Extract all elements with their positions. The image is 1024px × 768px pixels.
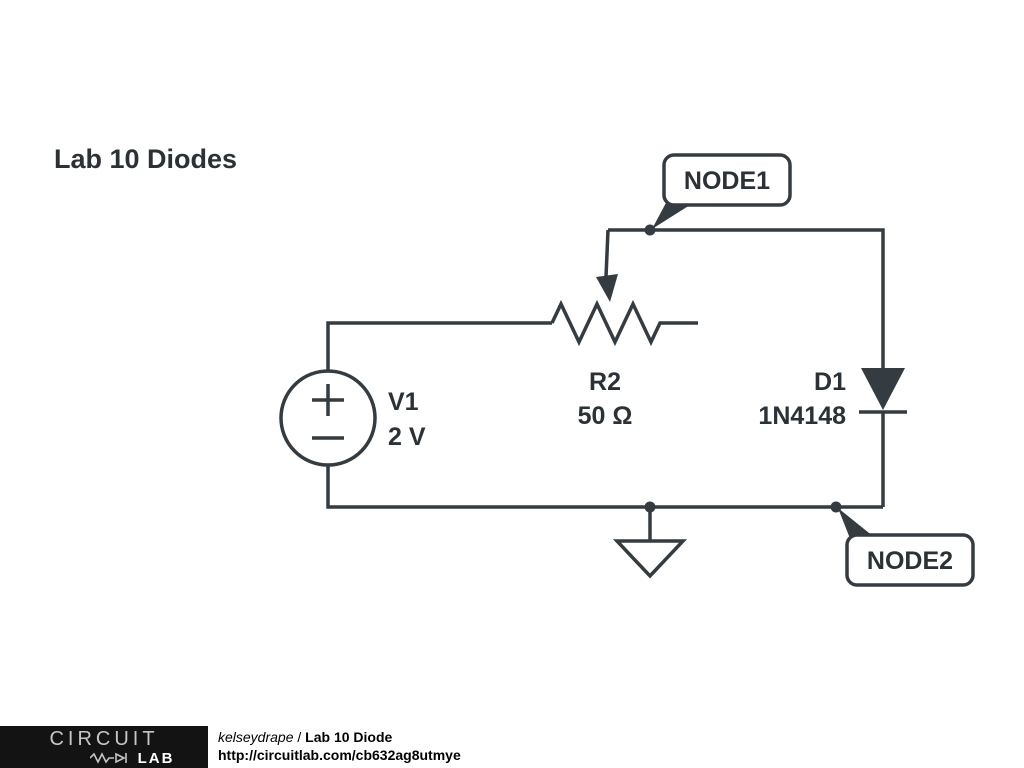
wire-top bbox=[608, 228, 885, 368]
author-name: kelseydrape bbox=[218, 729, 294, 745]
d1-name-label: D1 bbox=[814, 368, 846, 396]
diode-d1-symbol[interactable] bbox=[859, 368, 907, 414]
resistor-zigzag bbox=[550, 299, 698, 347]
r2-name-label: R2 bbox=[589, 368, 621, 396]
node2-callout-tail bbox=[838, 508, 874, 541]
wire-v1-to-r2 bbox=[326, 321, 552, 371]
circuitlab-logo-icon bbox=[89, 752, 127, 764]
logo-circuit-text: CIRCUIT bbox=[49, 727, 159, 750]
logo-lab-text: LAB bbox=[137, 749, 175, 767]
schematic-url[interactable]: http://circuitlab.com/cb632ag8utmye bbox=[218, 747, 461, 763]
wiper-arrowhead-icon bbox=[596, 274, 618, 302]
ground-symbol[interactable] bbox=[612, 539, 688, 579]
node2-callout[interactable]: NODE2 bbox=[838, 508, 975, 587]
footer-separator: / bbox=[293, 729, 306, 745]
node1-callout-tail bbox=[652, 201, 690, 229]
circuitlab-logo[interactable]: CIRCUIT LAB bbox=[0, 726, 208, 768]
footer-bar: CIRCUIT LAB kelseydrape / Lab 10 Diode h… bbox=[0, 726, 1024, 768]
node2-callout-box bbox=[845, 533, 975, 587]
wire-bottom bbox=[326, 465, 883, 509]
node2-label: NODE2 bbox=[867, 547, 953, 575]
node1-callout[interactable]: NODE1 bbox=[652, 153, 792, 229]
voltage-source-v1-symbol[interactable] bbox=[279, 369, 377, 467]
diode-triangle bbox=[861, 368, 905, 410]
junction-dot-node1 bbox=[644, 224, 656, 236]
d1-value-label: 1N4148 bbox=[758, 402, 846, 430]
v1-name-label: V1 bbox=[388, 388, 419, 416]
wiper-wire bbox=[604, 229, 610, 278]
junction-dot-ground bbox=[644, 501, 656, 513]
node1-label: NODE1 bbox=[684, 167, 770, 195]
v1-value-label: 2 V bbox=[388, 423, 426, 451]
r2-value-label: 50 Ω bbox=[578, 402, 633, 430]
schematic-title: Lab 10 Diodes bbox=[54, 144, 238, 174]
footer-line-1: kelseydrape / Lab 10 Diode bbox=[218, 728, 461, 746]
footer-text: kelseydrape / Lab 10 Diode http://circui… bbox=[218, 728, 461, 764]
ground-triangle-icon bbox=[612, 539, 688, 579]
voltage-source-circle bbox=[279, 369, 377, 467]
project-name: Lab 10 Diode bbox=[305, 729, 393, 745]
plus-icon bbox=[312, 384, 344, 416]
node1-callout-box bbox=[662, 153, 792, 207]
resistor-r2-symbol[interactable] bbox=[550, 229, 698, 347]
